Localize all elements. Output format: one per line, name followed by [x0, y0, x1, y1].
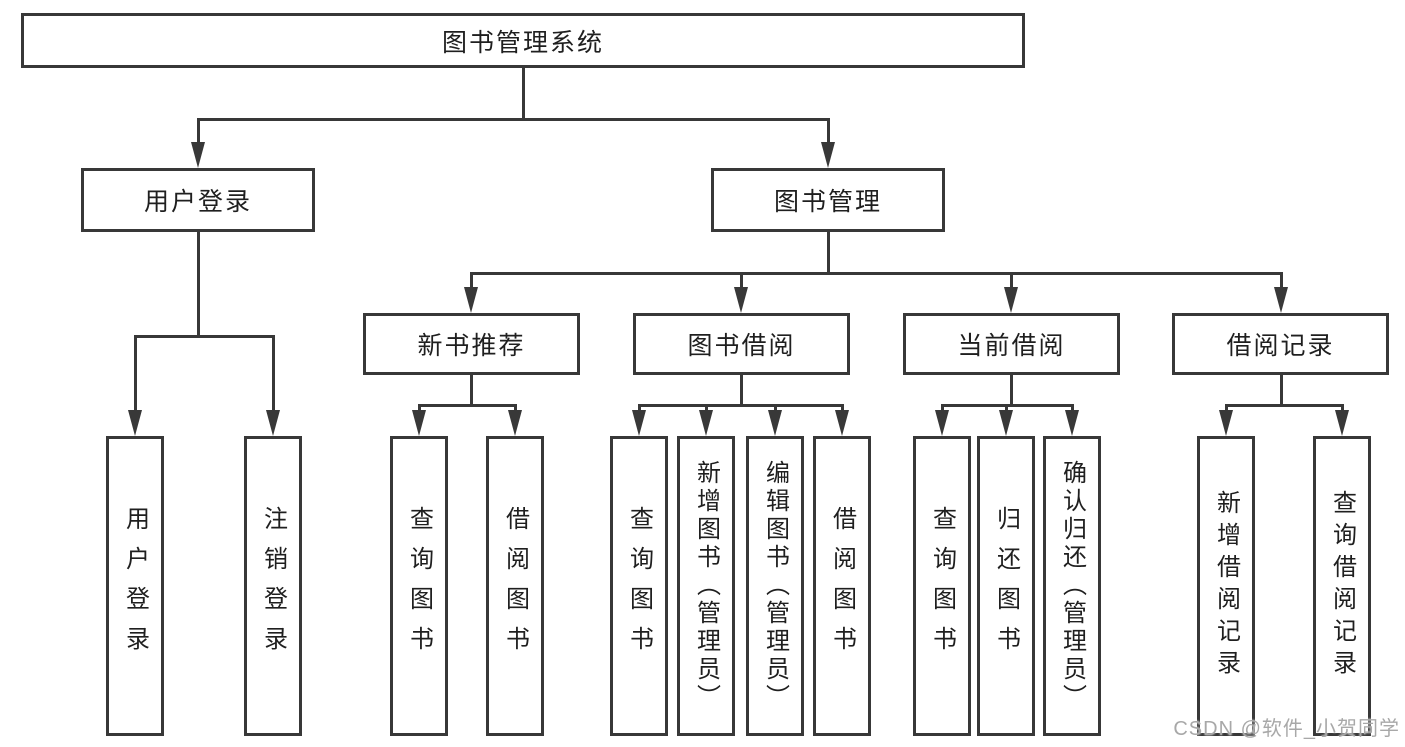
connector-arrowhead [699, 410, 713, 436]
connector-line [940, 404, 944, 414]
connector-line [739, 375, 743, 405]
node-label: 图书管理系统 [441, 28, 604, 57]
connector-line [826, 118, 830, 146]
connector-line [196, 118, 200, 146]
leaf-label: 查询图书 [625, 506, 653, 666]
connector-line [196, 232, 200, 336]
connector-arrowhead [1335, 410, 1349, 436]
leaf-borrow-books-recommend: 借阅图书 [486, 436, 544, 736]
leaf-label: 归还图书 [992, 506, 1020, 666]
leaf-label: 注销登录 [259, 506, 287, 666]
leaf-label: 新增借阅记录 [1212, 490, 1240, 682]
connector-arrowhead [734, 287, 748, 313]
connector-line [637, 404, 641, 414]
connector-line [513, 404, 517, 414]
node-book-management: 图书管理 [711, 168, 945, 232]
leaf-add-book-admin: 新增图书（管理员） [677, 436, 735, 736]
connector-line [840, 404, 844, 414]
connector-line [133, 335, 275, 338]
leaf-query-books-recommend: 查询图书 [390, 436, 448, 736]
connector-arrowhead [768, 410, 782, 436]
connector-line [1070, 404, 1074, 414]
leaf-label: 查询图书 [928, 506, 956, 666]
leaf-query-books-current: 查询图书 [913, 436, 971, 736]
node-label: 借阅记录 [1226, 332, 1335, 360]
connector-line [196, 118, 830, 121]
connector-arrowhead [1004, 287, 1018, 313]
connector-line [271, 335, 275, 414]
connector-arrowhead [632, 410, 646, 436]
connector-arrowhead [835, 410, 849, 436]
leaf-query-books-borrowing: 查询图书 [610, 436, 668, 736]
node-new-book-recommendation: 新书推荐 [363, 313, 580, 375]
leaf-label: 借阅图书 [828, 506, 856, 666]
connector-arrowhead [266, 410, 280, 436]
leaf-label: 借阅图书 [501, 506, 529, 666]
node-label: 用户登录 [143, 188, 252, 216]
connector-line [1340, 404, 1344, 414]
connector-arrowhead [935, 410, 949, 436]
node-library-management-system: 图书管理系统 [21, 13, 1025, 68]
connector-line [1279, 375, 1283, 405]
connector-arrowhead [508, 410, 522, 436]
connector-line [637, 404, 842, 407]
connector-line [469, 375, 473, 405]
connector-line [826, 232, 830, 274]
leaf-label: 用户登录 [121, 506, 149, 666]
connector-arrowhead [1065, 410, 1079, 436]
connector-arrowhead [464, 287, 478, 313]
node-borrowing-records: 借阅记录 [1172, 313, 1389, 375]
connector-arrowhead [999, 410, 1013, 436]
connector-line [1279, 272, 1283, 290]
leaf-logout: 注销登录 [244, 436, 302, 736]
connector-arrowhead [412, 410, 426, 436]
leaf-edit-book-admin: 编辑图书（管理员） [746, 436, 804, 736]
node-current-borrowing: 当前借阅 [903, 313, 1120, 375]
node-book-borrowing: 图书借阅 [633, 313, 850, 375]
connector-line [704, 404, 708, 414]
leaf-borrow-books-borrowing: 借阅图书 [813, 436, 871, 736]
node-user-login: 用户登录 [81, 168, 315, 232]
connector-line [1004, 404, 1008, 414]
connector-arrowhead [821, 142, 835, 168]
leaf-label: 查询借阅记录 [1328, 490, 1356, 682]
watermark: CSDN @软件_小贺同学 [1173, 718, 1400, 740]
leaf-confirm-return-admin: 确认归还（管理员） [1043, 436, 1101, 736]
node-label: 新书推荐 [417, 332, 526, 360]
leaf-label: 查询图书 [405, 506, 433, 666]
leaf-label: 新增图书（管理员） [692, 460, 720, 712]
connector-arrowhead [1219, 410, 1233, 436]
node-label: 图书管理 [773, 188, 882, 216]
connector-arrowhead [128, 410, 142, 436]
connector-line [133, 335, 137, 414]
leaf-return-books: 归还图书 [977, 436, 1035, 736]
connector-line [417, 404, 517, 407]
leaf-add-borrow-record: 新增借阅记录 [1197, 436, 1255, 736]
connector-line [521, 68, 525, 118]
connector-line [1009, 375, 1013, 405]
connector-line [773, 404, 777, 414]
node-label: 当前借阅 [957, 332, 1066, 360]
connector-line [469, 272, 1283, 275]
node-label: 图书借阅 [687, 332, 796, 360]
leaf-label: 确认归还（管理员） [1058, 460, 1086, 712]
leaf-user-login: 用户登录 [106, 436, 164, 736]
connector-line [469, 272, 473, 290]
connector-line [1009, 272, 1013, 290]
leaf-label: 编辑图书（管理员） [761, 460, 789, 712]
connector-line [1224, 404, 1344, 407]
connector-line [1224, 404, 1228, 414]
connector-line [739, 272, 743, 290]
connector-line [417, 404, 421, 414]
leaf-query-borrow-record: 查询借阅记录 [1313, 436, 1371, 736]
connector-arrowhead [191, 142, 205, 168]
connector-arrowhead [1274, 287, 1288, 313]
